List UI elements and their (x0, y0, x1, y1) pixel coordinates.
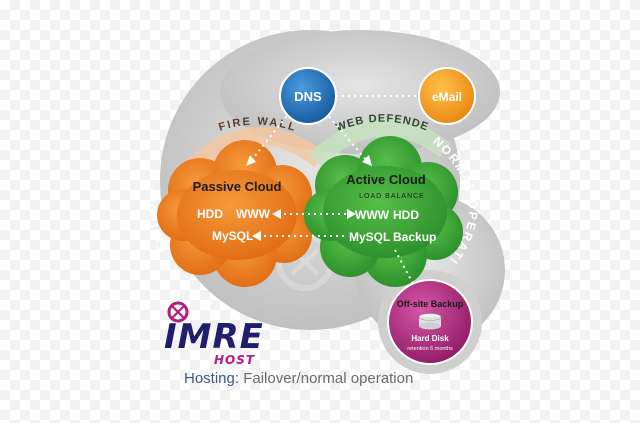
passive-www-label: WWW (236, 207, 271, 221)
logo-wordmark: IMRE (164, 317, 264, 357)
web-defender-arc (308, 118, 451, 167)
active-backup-label: Backup (393, 230, 436, 244)
caption-label: Hosting: (184, 370, 240, 387)
passive-mysql-label: MySQL (212, 229, 253, 243)
email-node: eMail (418, 67, 476, 125)
dns-active-link (324, 111, 369, 163)
imre-logo-icon (167, 301, 189, 323)
dns-node: DNS (279, 67, 337, 125)
retention-label: retention 6 months (407, 346, 453, 352)
passive-hdd-label: HDD (197, 207, 223, 221)
logo-subtitle: HOST (214, 353, 256, 367)
active-cloud-title: Active Cloud (346, 172, 426, 187)
load-balance-label: LOAD BALANCE (359, 193, 425, 200)
hard-disk-label: Hard Disk (411, 334, 449, 343)
offsite-title: Off-site Backup (397, 299, 464, 309)
email-label: eMail (432, 90, 462, 104)
diagram-caption: Hosting: Failover/normal operation (184, 370, 413, 387)
active-www-label: WWW (355, 208, 390, 222)
caption-text: Failover/normal operation (243, 370, 414, 387)
top-blob (220, 30, 500, 154)
dns-label: DNS (294, 89, 322, 104)
connectors (249, 95, 420, 294)
active-mysql-label: MySQL (349, 230, 390, 244)
offsite-backup-node: Off-site Backup Hard Disk retention 6 mo… (387, 279, 473, 365)
active-hdd-label: HDD (393, 208, 419, 222)
hard-disk-icon (418, 313, 442, 330)
passive-cloud-title: Passive Cloud (193, 179, 282, 194)
active-cloud: Active Cloud LOAD BALANCE WWW HDD MySQL … (304, 136, 463, 287)
backup-offsite-link (394, 249, 419, 294)
